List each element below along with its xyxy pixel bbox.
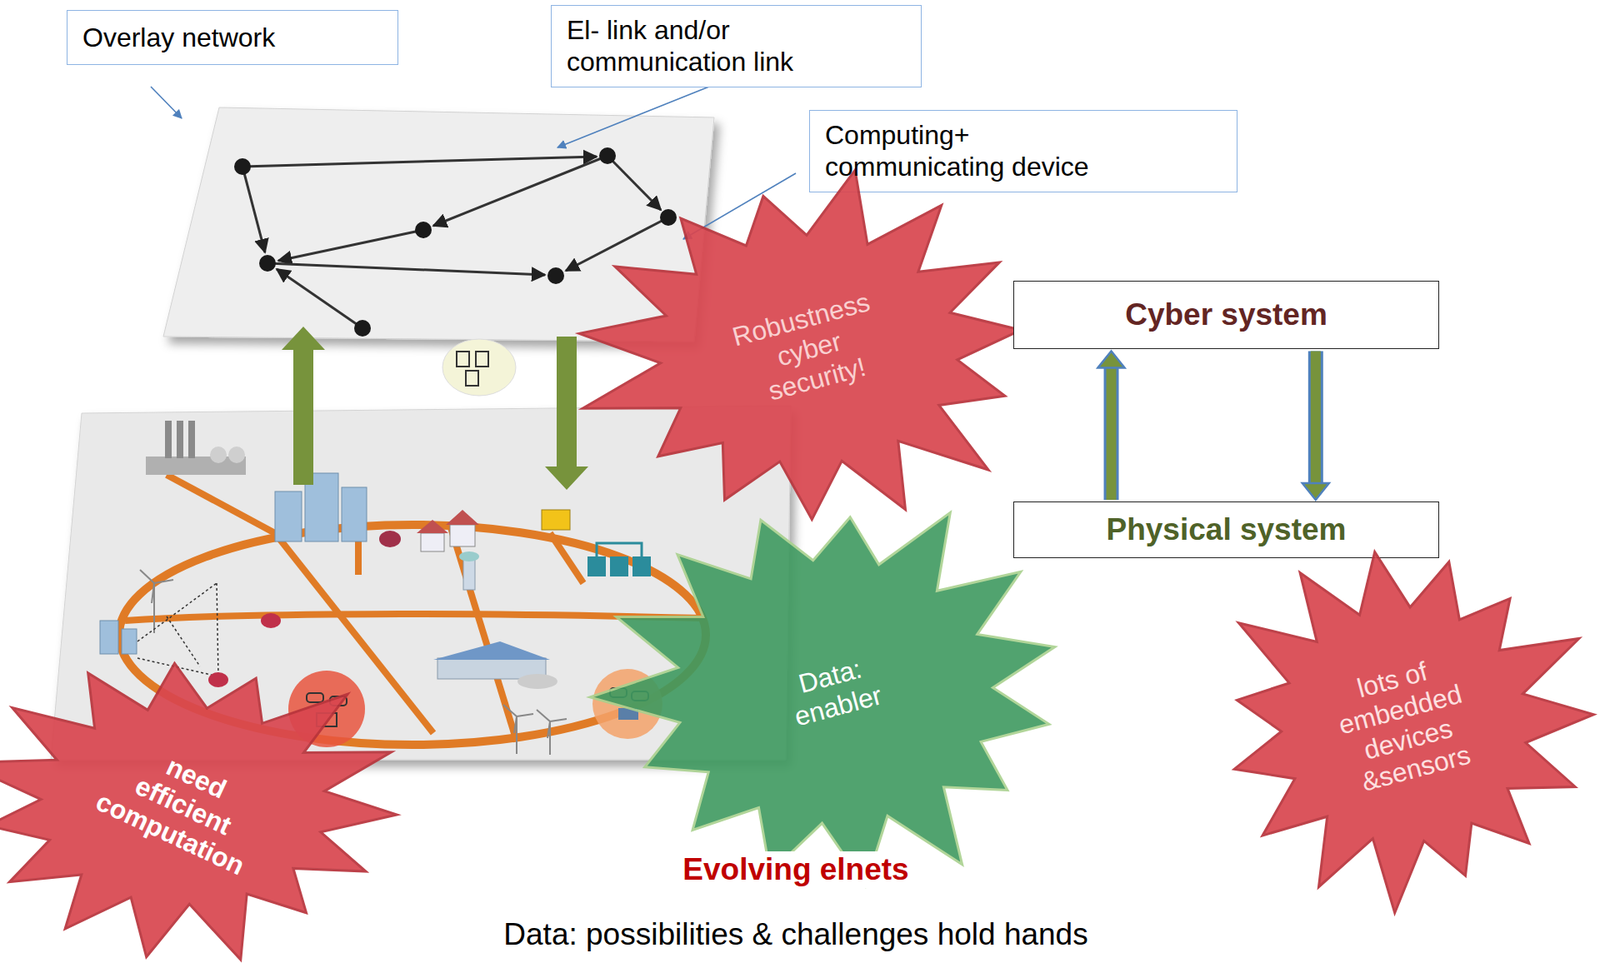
network-link bbox=[267, 263, 545, 275]
battery bbox=[587, 556, 606, 577]
diagram-title: Evolving elnets bbox=[677, 851, 914, 889]
callout-text: Computing+ communicating device bbox=[825, 119, 1109, 184]
device-symbol bbox=[465, 370, 479, 386]
car-symbol bbox=[306, 693, 324, 703]
network-node bbox=[547, 267, 565, 285]
arrow-outline bbox=[1308, 350, 1324, 484]
network-node bbox=[259, 255, 276, 272]
starburst-outline bbox=[579, 170, 1021, 520]
wind-turbine bbox=[503, 705, 534, 755]
office-towers bbox=[275, 473, 367, 542]
leader-lines bbox=[150, 86, 796, 240]
network-link bbox=[607, 155, 661, 210]
houses bbox=[416, 510, 480, 552]
starburst-outline bbox=[1234, 552, 1594, 914]
callout-box: Overlay network bbox=[66, 10, 399, 65]
dotted-link bbox=[137, 583, 219, 677]
dome bbox=[210, 446, 227, 464]
down-arrow bbox=[545, 336, 589, 490]
tower bbox=[341, 487, 367, 542]
arrow-shaft bbox=[1106, 367, 1117, 500]
tower bbox=[275, 491, 302, 542]
storage-tank bbox=[379, 530, 401, 548]
battery bbox=[632, 556, 651, 577]
storage-tank bbox=[208, 672, 229, 688]
starburst-outline bbox=[590, 512, 1055, 886]
callout-box: Computing+ communicating device bbox=[809, 110, 1238, 193]
storage-tank bbox=[260, 613, 281, 629]
factory bbox=[433, 641, 558, 690]
grid-line bbox=[550, 533, 584, 584]
building bbox=[121, 629, 137, 655]
network-node bbox=[660, 209, 677, 226]
tank bbox=[517, 674, 558, 690]
network-links bbox=[242, 155, 669, 329]
power-plant bbox=[145, 420, 246, 475]
up-arrow bbox=[281, 326, 325, 485]
system-label: Cyber system bbox=[1022, 296, 1430, 334]
grid-line bbox=[450, 525, 517, 742]
arrow-head bbox=[1098, 350, 1125, 368]
battery bbox=[610, 556, 629, 577]
network-node bbox=[415, 221, 432, 239]
district bbox=[100, 583, 281, 688]
device-icon bbox=[442, 339, 516, 396]
building bbox=[100, 620, 119, 655]
network-link bbox=[276, 269, 363, 329]
system-label: Physical system bbox=[1022, 511, 1430, 549]
network-nodes bbox=[234, 147, 677, 337]
water-tower bbox=[459, 551, 480, 590]
overlay-plane bbox=[163, 107, 715, 342]
network-link bbox=[242, 166, 265, 253]
callout-text: Overlay network bbox=[82, 21, 383, 54]
system-box: Physical system bbox=[1013, 501, 1440, 559]
roof bbox=[416, 520, 449, 534]
house bbox=[420, 533, 445, 552]
starburst: need efficient computation bbox=[0, 643, 417, 963]
starburst: Robustness cyber security! bbox=[566, 163, 1051, 536]
roof bbox=[445, 510, 480, 525]
chimney bbox=[188, 420, 195, 459]
network-node bbox=[234, 158, 251, 175]
network-link bbox=[433, 155, 608, 226]
device-symbol bbox=[475, 351, 489, 367]
device-symbol bbox=[456, 351, 470, 367]
network-link bbox=[565, 217, 669, 271]
wind-turbine bbox=[140, 570, 174, 634]
flow-arrow bbox=[1098, 350, 1125, 500]
arrow-head bbox=[1302, 483, 1330, 500]
starburst-outline bbox=[0, 663, 397, 960]
network-node bbox=[599, 147, 616, 165]
network-link bbox=[242, 156, 597, 167]
chimney bbox=[176, 420, 184, 459]
callout-text: El- link and/or communication link bbox=[566, 14, 884, 79]
network-link bbox=[278, 230, 424, 261]
grid-line bbox=[166, 475, 275, 534]
icon-ground bbox=[442, 339, 516, 396]
system-box: Cyber system bbox=[1013, 280, 1440, 350]
dome bbox=[228, 446, 245, 464]
arrow-outline bbox=[1104, 367, 1120, 500]
plane bbox=[163, 107, 715, 342]
tower-top bbox=[459, 551, 480, 562]
flow-arrow bbox=[1302, 350, 1330, 500]
charger-symbol bbox=[541, 510, 570, 530]
callout-box: El- link and/or communication link bbox=[550, 5, 922, 88]
house bbox=[450, 525, 475, 547]
chimney bbox=[165, 420, 172, 459]
starburst: lots of embedded devices &sensors bbox=[1204, 533, 1600, 917]
starburst: Data: enabler bbox=[586, 485, 1082, 899]
network-node bbox=[354, 320, 371, 337]
leader-line bbox=[557, 86, 710, 148]
leader-line bbox=[150, 86, 182, 119]
caption: Data: possibilities & challenges hold ha… bbox=[498, 916, 1093, 954]
arrow-shaft bbox=[1310, 350, 1321, 484]
wind-turbine bbox=[536, 710, 567, 755]
battery-bank bbox=[587, 543, 651, 577]
battery-wire bbox=[596, 543, 642, 557]
factory-roof bbox=[433, 641, 550, 660]
